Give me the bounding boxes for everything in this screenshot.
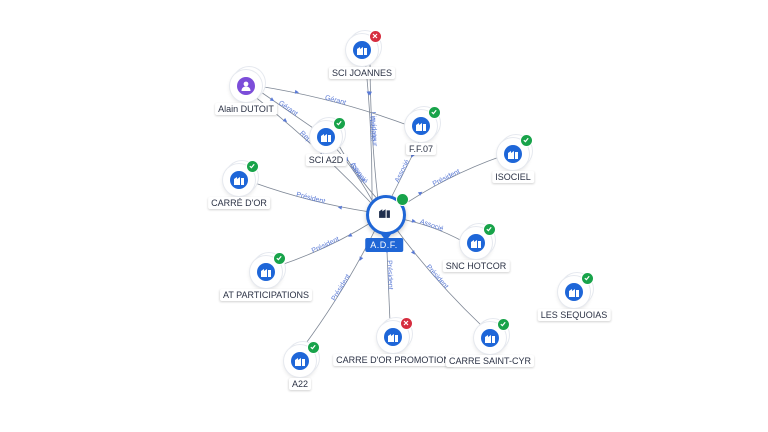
edge-label: Gérant	[324, 95, 347, 107]
node-label-alain_dutoit[interactable]: Alain DUTOIT	[215, 103, 277, 115]
edge-label: Président	[295, 191, 325, 205]
building-icon	[569, 289, 579, 297]
building-icon	[295, 358, 305, 366]
node-label-isociel[interactable]: ISOCIEL	[492, 171, 534, 183]
status-closed-icon	[400, 317, 413, 330]
node-icon	[481, 329, 499, 347]
edge-alain_dutoit-sci_a2d	[257, 89, 317, 131]
edge-label: Président	[385, 260, 393, 290]
edge-label: Associé	[419, 218, 445, 233]
building-icon	[508, 151, 518, 159]
status-active-icon	[520, 134, 533, 147]
edge-label: Président	[311, 236, 341, 255]
node-icon	[504, 145, 522, 163]
edge-center-carre_saint_cyr	[393, 225, 483, 327]
node-label-a22[interactable]: A22	[288, 378, 312, 390]
node-isociel[interactable]	[497, 134, 533, 170]
edge-label: Président	[432, 168, 462, 188]
node-label-carre_saint_cyr[interactable]: CARRE SAINT-CYR	[445, 355, 535, 367]
node-icon	[230, 171, 248, 189]
center-node-A.D.F.[interactable]	[366, 193, 409, 241]
status-active-icon	[307, 341, 320, 354]
node-label-snc_hotcor[interactable]: SNC HOTCOR	[442, 260, 510, 272]
edge-arrow	[269, 97, 275, 102]
node-carre_dor_promotion[interactable]	[377, 317, 413, 353]
center-node-label[interactable]: A.D.F.	[365, 238, 403, 252]
status-closed-icon	[369, 30, 382, 43]
status-active-icon	[497, 318, 510, 331]
node-icon	[291, 352, 309, 370]
edge-alain_dutoit-ff07	[257, 85, 411, 127]
edge-arrow	[294, 89, 299, 94]
edge-sci_a2d-center	[333, 145, 375, 205]
building-icon	[261, 269, 271, 277]
status-active-icon	[428, 106, 441, 119]
edge-arrow	[410, 250, 415, 255]
status-active-icon	[273, 252, 286, 265]
node-a22[interactable]	[284, 341, 320, 377]
node-ff07[interactable]	[405, 106, 441, 142]
node-carre_saint_cyr[interactable]	[474, 318, 510, 354]
status-active-icon	[581, 272, 594, 285]
node-icon	[412, 117, 430, 135]
node-at_participations[interactable]	[250, 252, 286, 288]
node-icon	[257, 263, 275, 281]
building-icon	[416, 123, 426, 131]
node-icon	[384, 328, 402, 346]
status-active-icon	[246, 160, 259, 173]
node-les_sequoias[interactable]	[558, 272, 594, 308]
node-icon	[565, 283, 583, 301]
node-icon	[317, 128, 335, 146]
edge-arrow	[411, 218, 416, 223]
edge-arrow	[368, 91, 373, 96]
building-icon	[471, 240, 481, 248]
edge-center-carre_dor	[251, 181, 371, 213]
edge-arrow	[337, 205, 343, 210]
edge-arrow	[282, 117, 288, 123]
node-sci_joannes[interactable]	[346, 30, 382, 66]
node-snc_hotcor[interactable]	[460, 223, 496, 259]
building-icon	[234, 177, 244, 185]
node-alain_dutoit[interactable]	[230, 70, 262, 102]
status-active-icon	[396, 193, 409, 206]
status-active-icon	[333, 117, 346, 130]
edge-center-isociel	[395, 155, 503, 211]
node-label-les_sequoias[interactable]: LES SEQUOIAS	[537, 309, 611, 321]
building-icon	[485, 335, 495, 343]
edge-label: Associé	[394, 159, 411, 184]
node-label-sci_a2d[interactable]: SCI A2D	[305, 154, 347, 166]
node-icon	[353, 41, 371, 59]
edge-label: Président	[331, 273, 352, 302]
status-active-icon	[483, 223, 496, 236]
edge-arrow	[417, 191, 423, 196]
edge-label: Associé	[349, 161, 369, 185]
edge-arrow	[348, 232, 353, 237]
node-icon	[467, 234, 485, 252]
edge-center-at_participations	[277, 221, 373, 267]
edge-arrow	[359, 256, 364, 261]
building-icon	[388, 334, 398, 342]
person-icon	[241, 81, 251, 91]
node-label-carre_dor[interactable]: CARRÉ D'OR	[208, 197, 270, 209]
node-sci_a2d[interactable]	[310, 117, 346, 153]
node-label-carre_dor_promotion[interactable]: CARRE D'OR PROMOTION	[333, 354, 453, 366]
edge-label: Gérant	[277, 100, 299, 118]
node-icon	[237, 77, 255, 95]
node-label-sci_joannes[interactable]: SCI JOANNES	[328, 67, 396, 79]
building-icon	[321, 134, 331, 142]
node-carre_dor[interactable]	[223, 160, 259, 196]
building-icon	[379, 209, 390, 218]
node-label-ff07[interactable]: F.F.07	[405, 143, 437, 155]
node-label-at_participations[interactable]: AT PARTICIPATIONS	[219, 289, 313, 301]
building-icon	[357, 47, 367, 55]
edge-label: Liquidateur	[369, 112, 378, 148]
